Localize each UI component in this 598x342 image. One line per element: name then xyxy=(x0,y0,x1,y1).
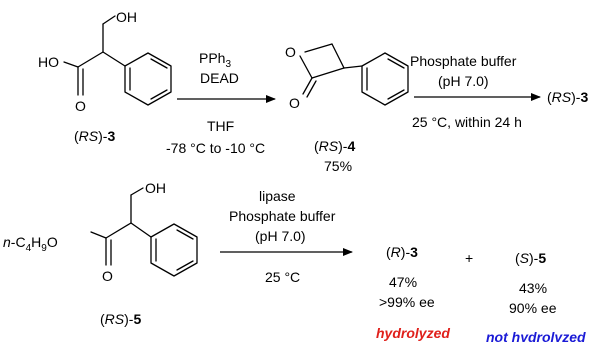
ring-o-label: O xyxy=(285,44,296,60)
compound-rs-5-structure xyxy=(90,187,198,277)
plus-sign: + xyxy=(465,250,473,266)
hydrolyzed-label: hydrolyzed xyxy=(376,325,450,341)
carbonyl-o-label-5: O xyxy=(102,268,113,284)
phosphate-buffer-label-1: Phosphate buffer xyxy=(410,53,517,69)
reagent-dead: DEAD xyxy=(200,70,239,86)
reagent-pph3: PPh3 xyxy=(199,50,231,70)
ee-90: 90% ee xyxy=(509,300,557,316)
compound-label-rs-4: (RS)-4 xyxy=(314,138,355,154)
yield-47: 47% xyxy=(389,274,417,290)
ee-99: >99% ee xyxy=(379,294,435,310)
not-hydrolyzed-label: not hydrolyzed xyxy=(486,329,586,342)
ph-label-2: (pH 7.0) xyxy=(255,228,306,244)
phosphate-buffer-label-2: Phosphate buffer xyxy=(229,208,336,224)
n-butyl-ester-label: n-C4H9O xyxy=(3,234,58,254)
lipase-label: lipase xyxy=(259,188,296,204)
carbonyl-o-label: O xyxy=(75,98,86,114)
compound-label-rs-5: (RS)-5 xyxy=(100,311,141,327)
oh-label-5: OH xyxy=(145,180,166,196)
temperature-25c: 25 °C xyxy=(265,269,300,285)
conditions-25c-24h: 25 °C, within 24 h xyxy=(412,114,522,130)
ph-label-1: (pH 7.0) xyxy=(438,73,489,89)
solvent-thf: THF xyxy=(207,118,234,134)
yield-43: 43% xyxy=(519,280,547,296)
compound-label-rs-3: (RS)-3 xyxy=(74,128,115,144)
product-label-rs-3: (RS)-3 xyxy=(547,89,588,105)
compound-rs-4-structure xyxy=(299,43,409,106)
yield-75: 75% xyxy=(324,158,352,174)
ho-label: HO xyxy=(38,54,59,70)
temperature-range: -78 °C to -10 °C xyxy=(166,140,265,156)
product-label-r-3: (R)-3 xyxy=(386,244,418,260)
compound-rs-3-structure xyxy=(63,15,172,106)
lactone-carbonyl-o-label: O xyxy=(289,95,300,111)
oh-label: OH xyxy=(116,9,137,25)
product-label-s-5: (S)-5 xyxy=(515,250,546,266)
